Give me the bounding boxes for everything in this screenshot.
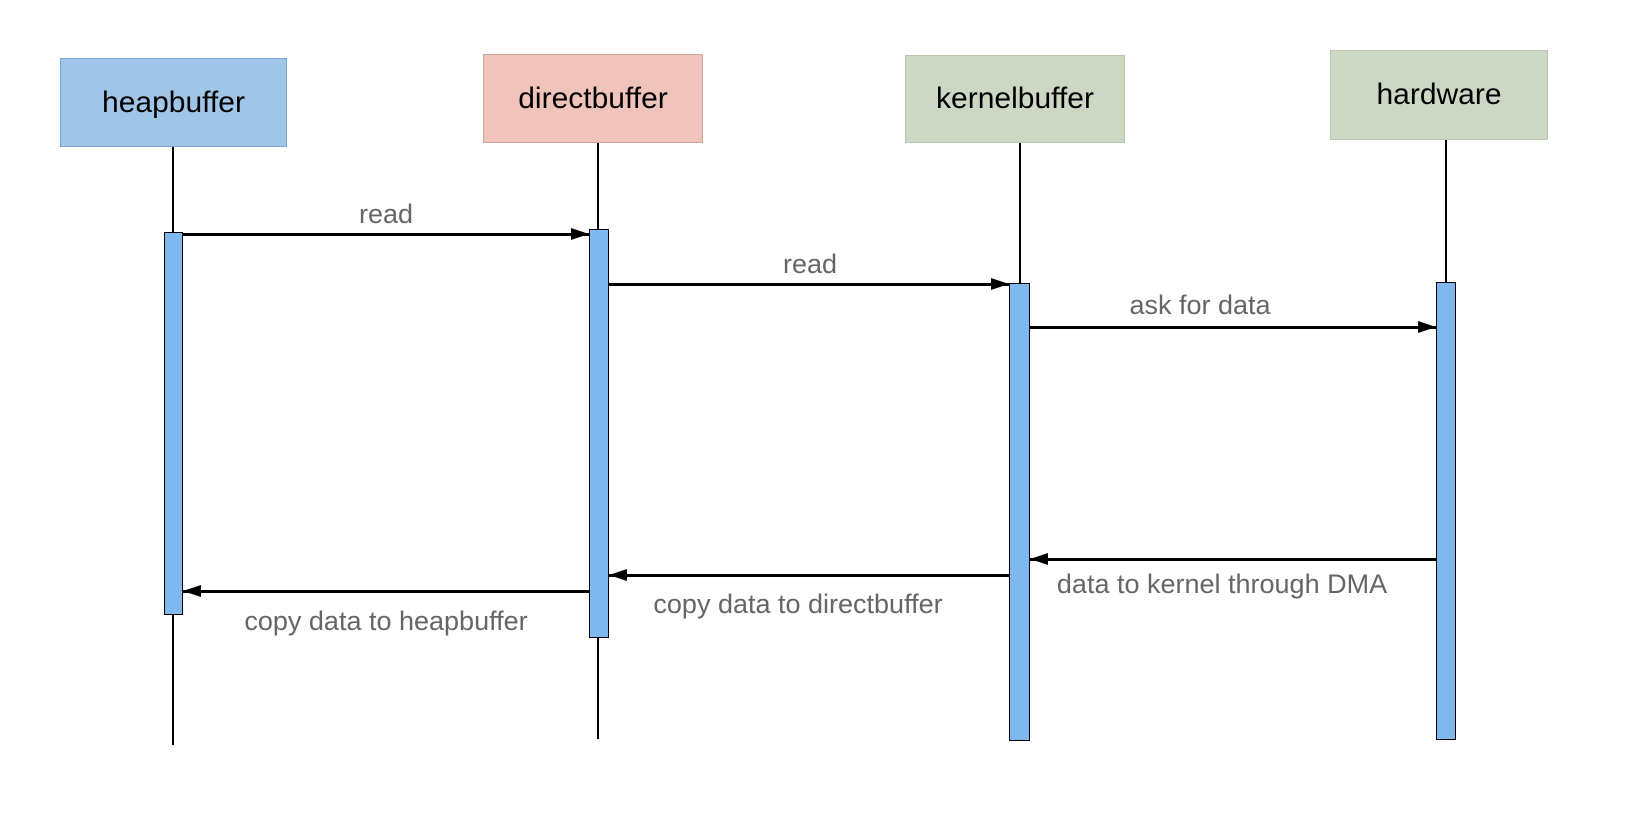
message-label-read-2: read: [782, 249, 838, 279]
arrowhead-right-icon: [991, 278, 1009, 291]
actor-label-hardware: hardware: [1376, 78, 1502, 111]
activation-bar-hardware: [1436, 282, 1456, 740]
actor-label-heapbuffer: heapbuffer: [102, 85, 245, 119]
message-label-read-1: read: [358, 199, 414, 229]
message-label-copy-to-directbuffer: copy data to directbuffer: [653, 589, 943, 619]
arrowhead-left-icon: [183, 585, 201, 598]
actor-box-heapbuffer: heapbuffer: [60, 58, 287, 147]
message-arrow-read-2: [609, 278, 1009, 291]
message-label-dma: data to kernel through DMA: [1056, 569, 1388, 599]
activation-bar-kernelbuffer: [1009, 283, 1030, 741]
message-arrow-copy-to-directbuffer: [609, 569, 1009, 582]
actor-box-kernelbuffer: kernelbuffer: [905, 55, 1125, 143]
arrowhead-left-icon: [1030, 553, 1048, 566]
activation-bar-heapbuffer: [164, 232, 183, 615]
message-arrow-dma: [1030, 553, 1436, 566]
message-arrow-ask-for-data: [1030, 321, 1436, 334]
actor-label-kernelbuffer: kernelbuffer: [936, 82, 1094, 115]
message-label-ask-for-data: ask for data: [1129, 290, 1271, 320]
message-arrow-copy-to-heapbuffer: [183, 585, 589, 598]
actor-label-directbuffer: directbuffer: [518, 81, 668, 115]
activation-bar-directbuffer: [589, 229, 609, 638]
lifeline-kernelbuffer: [1019, 143, 1021, 284]
arrowhead-left-icon: [609, 569, 627, 582]
arrowhead-right-icon: [1418, 321, 1436, 334]
message-arrow-read-1: [183, 228, 589, 241]
actor-box-directbuffer: directbuffer: [483, 54, 703, 143]
actor-box-hardware: hardware: [1330, 50, 1548, 140]
lifeline-hardware: [1445, 140, 1447, 283]
arrowhead-right-icon: [571, 228, 589, 241]
message-label-copy-to-heapbuffer: copy data to heapbuffer: [244, 606, 528, 636]
